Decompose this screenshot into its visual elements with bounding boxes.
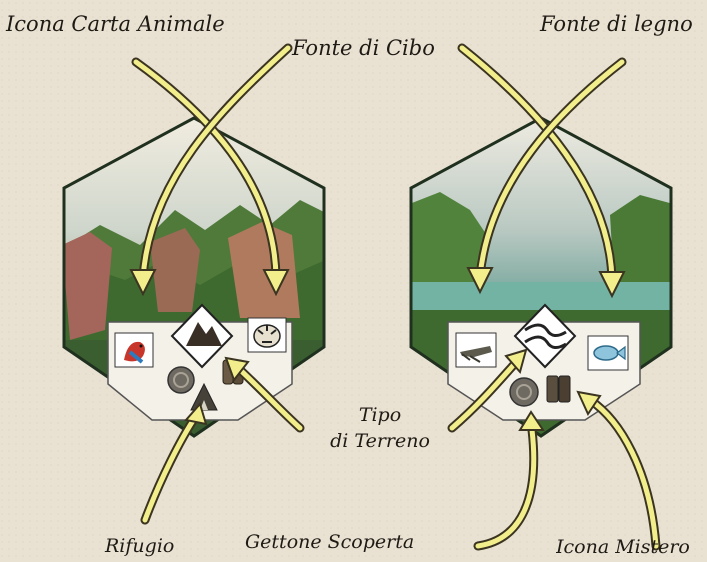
tiger-icon — [248, 318, 286, 352]
cliff-left — [62, 232, 112, 340]
discovery-token-icon — [168, 367, 194, 393]
label-shelter: Rifugio — [105, 537, 174, 556]
river — [407, 282, 677, 310]
label-mystery-icon: Icona Mistero — [556, 538, 707, 557]
crocodile-icon — [456, 333, 496, 367]
mystery-icon — [547, 376, 570, 402]
fish-icon — [588, 336, 628, 370]
label-animal-card-icon: Icona Carta Animale — [6, 14, 225, 35]
label-terrain-type-line2: di Terreno — [318, 432, 442, 451]
label-discovery-token: Gettone Scoperta — [245, 533, 414, 552]
label-terrain-type-line1: Tipo — [340, 406, 420, 425]
discovery-token-icon — [510, 378, 538, 406]
label-wood-source: Fonte di legno — [540, 14, 693, 35]
label-food-source: Fonte di Cibo — [292, 38, 435, 59]
parrot-icon — [115, 333, 153, 367]
cliff-middle — [150, 228, 200, 312]
